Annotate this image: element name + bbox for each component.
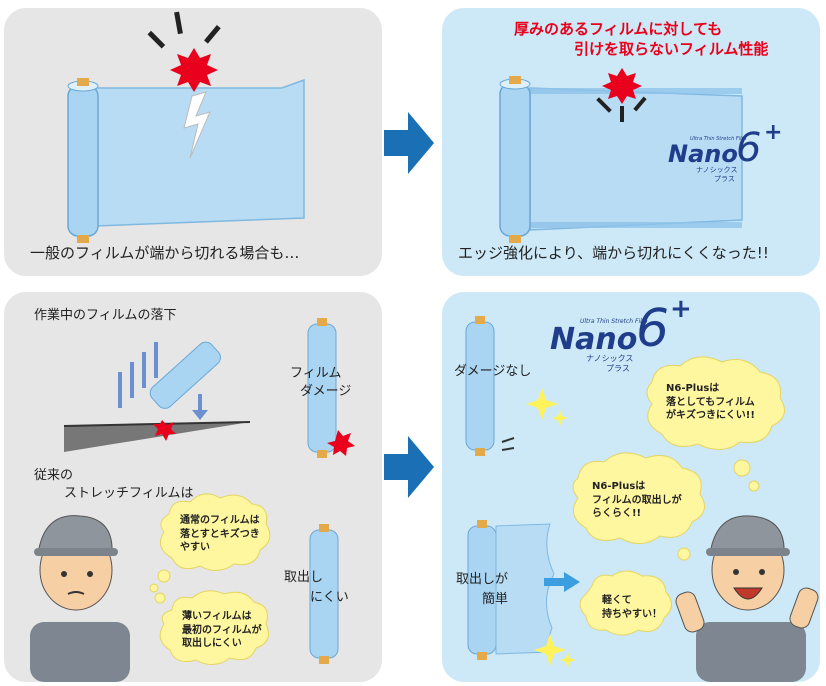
n6plus-bubble-1: N6-Plusは 落としてもフィルム がキズつきにくい!! <box>666 383 755 421</box>
easy-take-line-1: 取出しが <box>456 572 509 587</box>
easy-take-line-2: 簡単 <box>482 592 509 607</box>
torn-film-illustration <box>67 11 305 243</box>
hard-take-line-1: 取出し <box>284 570 324 585</box>
impact-burst-icon <box>596 68 647 122</box>
hard-take-line-2: にくい <box>310 590 349 605</box>
conventional-bubble-1: 通常のフィルムは 落とすとキズつき やすい <box>180 515 260 553</box>
nano6plus-logo: Ultra Thin Stretch Film Nano 6 + ナノシックス … <box>668 120 783 183</box>
headline-line-1: 厚みのあるフィルムに対しても <box>514 20 723 38</box>
drop-title: 作業中のフィルムの落下 <box>34 308 177 323</box>
panel-top-left: 一般のフィルムが端から切れる場合も… <box>4 8 382 276</box>
strong-film-illustration <box>499 68 743 243</box>
happy-worker-avatar <box>675 515 819 682</box>
no-damage-label: ダメージなし <box>454 364 532 379</box>
conventional-line-2: ストレッチフィルムは <box>64 486 194 501</box>
panel-top-right: 厚みのあるフィルムに対しても 引けを取らないフィルム性能 Ultra Thin … <box>442 8 820 276</box>
film-damage-line-1: フィルム <box>290 366 342 381</box>
top-left-caption: 一般のフィルムが端から切れる場合も… <box>30 244 300 262</box>
nano6plus-logo-2: Ultra Thin Stretch Film Nano 6 + ナノシックス … <box>550 294 692 373</box>
panel-bottom-left: 作業中のフィルムの落下 <box>4 292 382 682</box>
n6plus-bubble-3: 軽くて 持ちやすい！ <box>602 595 662 620</box>
conventional-bubble-2: 薄いフィルムは 最初のフィルムが 取出しにくい <box>182 611 262 649</box>
top-right-caption: エッジ強化により、端から切れにくくなった!! <box>458 244 769 262</box>
worried-worker-avatar <box>30 515 130 682</box>
panel-bottom-right: Ultra Thin Stretch Film Nano 6 + ナノシックス … <box>442 292 820 682</box>
conventional-line-1: 従来の <box>34 468 74 483</box>
n6plus-bubble-2: N6-Plusは フィルムの取出しが らくらく!! <box>592 481 682 519</box>
film-damage-line-2: ダメージ <box>300 384 352 399</box>
dropping-roll-illustration <box>30 318 355 682</box>
nano-film-illustration <box>465 316 819 682</box>
headline-line-2: 引けを取らないフィルム性能 <box>574 40 769 58</box>
tear-burst-icon <box>147 11 221 92</box>
